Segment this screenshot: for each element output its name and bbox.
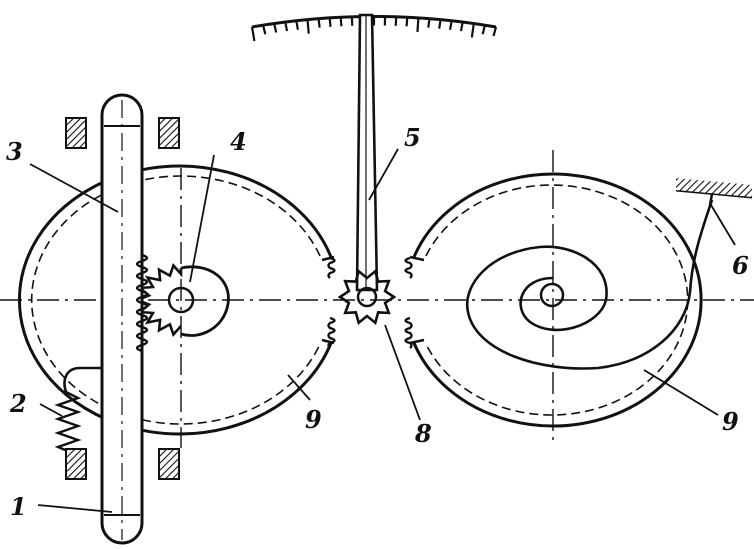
dial-tick xyxy=(284,21,289,32)
disc-tooth-row xyxy=(327,256,336,279)
dial-tick xyxy=(492,26,498,37)
dial-tick xyxy=(306,19,310,34)
dial-tick xyxy=(295,20,299,30)
pinion-8 xyxy=(327,256,413,349)
dial-tick xyxy=(250,26,256,42)
label-9-right: 9 xyxy=(722,407,739,436)
spiral-spring xyxy=(465,199,714,370)
dial-tick xyxy=(438,19,442,29)
guide-blocks xyxy=(65,117,180,480)
dial-tick xyxy=(328,17,332,27)
label-8: 8 xyxy=(414,419,432,448)
disc-tooth-row xyxy=(327,316,336,349)
callout-labels: 1 2 3 4 5 6 8 9 9 xyxy=(6,123,749,521)
dial-scale xyxy=(250,15,498,42)
label-9-left: 9 xyxy=(305,405,322,434)
label-3: 3 xyxy=(6,137,23,166)
disc-edge-teeth xyxy=(327,256,413,349)
dial-tick xyxy=(416,17,420,32)
dial-tick xyxy=(339,17,343,27)
pointer-needle xyxy=(355,13,379,292)
disc-tooth-row xyxy=(404,316,413,349)
dial-tick xyxy=(262,24,267,35)
dial-tick xyxy=(273,23,278,33)
dial-tick xyxy=(481,24,486,35)
return-spring xyxy=(54,366,101,454)
dial-tick xyxy=(405,17,409,27)
leader-lines xyxy=(29,148,736,513)
label-2: 2 xyxy=(9,389,27,418)
label-4: 4 xyxy=(230,127,247,156)
dial-tick xyxy=(427,18,431,28)
dial-tick xyxy=(448,20,453,30)
label-5: 5 xyxy=(404,123,421,152)
label-1: 1 xyxy=(10,492,27,521)
right-disc xyxy=(409,172,703,428)
dial-tick xyxy=(317,18,321,28)
rack-rod xyxy=(100,93,149,545)
disc-tooth-row xyxy=(404,256,413,279)
dial-tick xyxy=(459,21,464,32)
label-6: 6 xyxy=(732,251,749,280)
dial-tick xyxy=(470,23,475,38)
spring-anchor xyxy=(675,178,753,206)
